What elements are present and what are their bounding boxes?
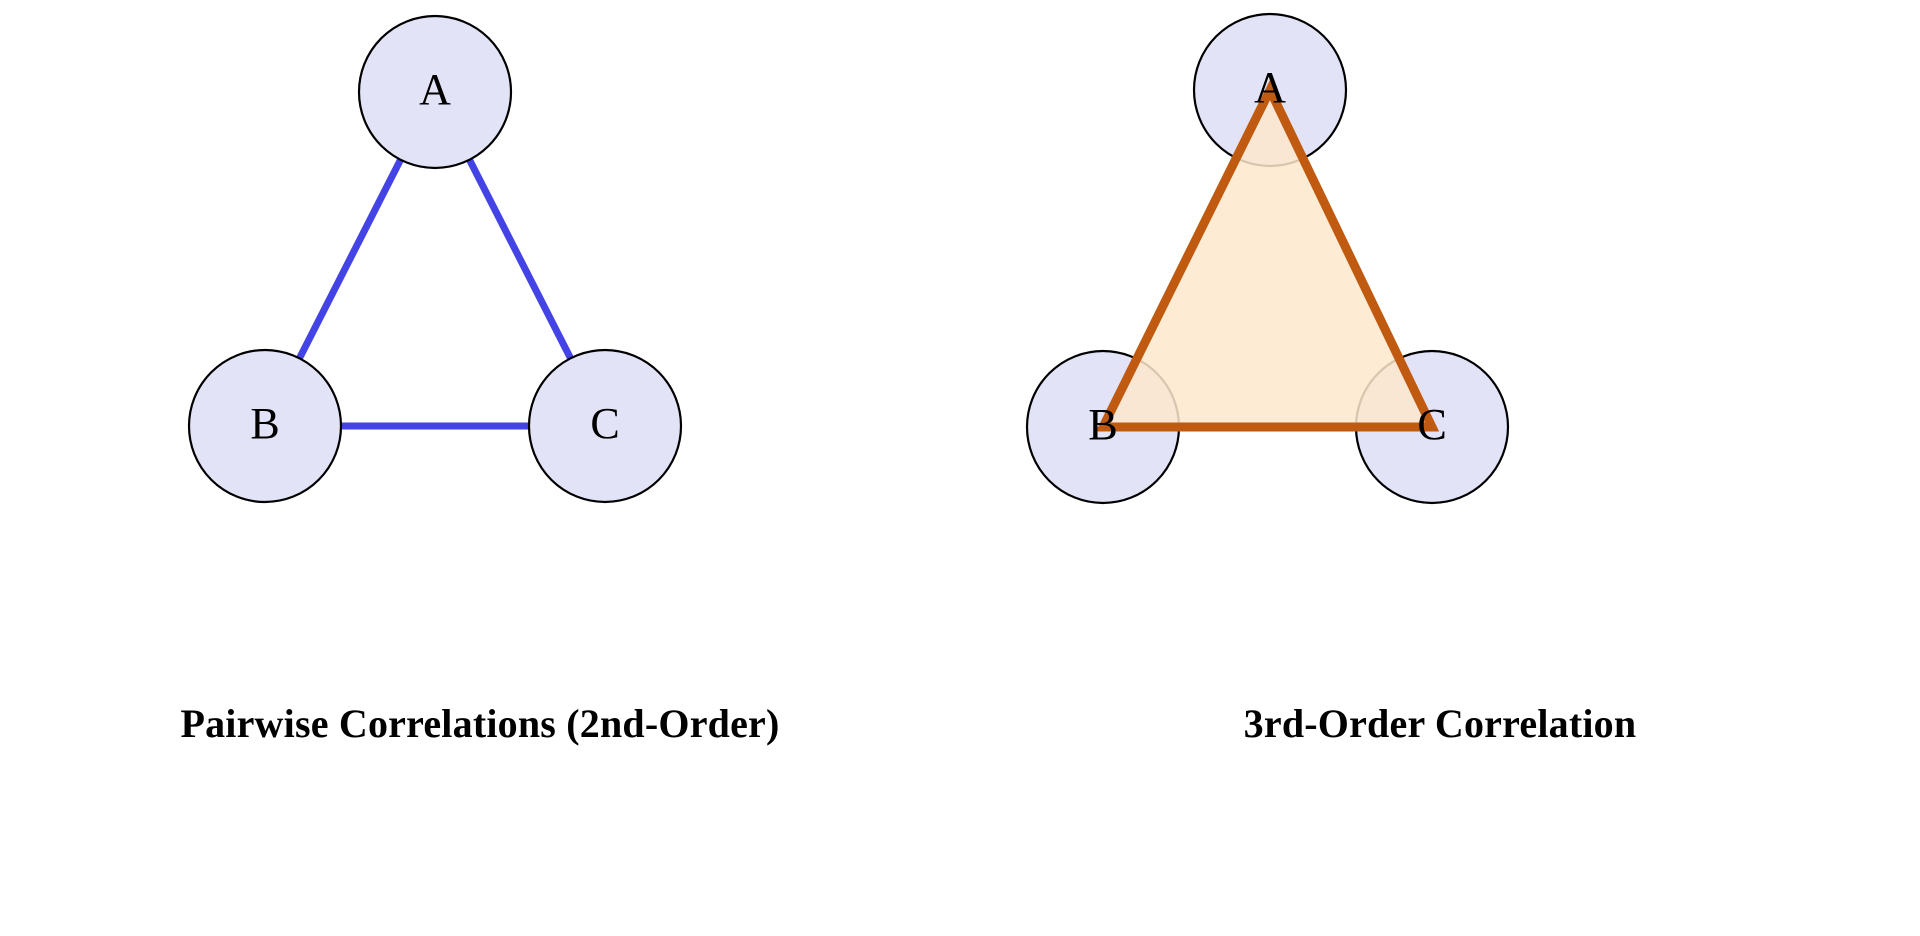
- node-c-label: C: [590, 399, 619, 448]
- triadic-node-labels-top: A B C: [1088, 63, 1446, 449]
- node-a[interactable]: A: [357, 14, 513, 170]
- caption-pairwise-correlations: Pairwise Correlations (2nd-Order): [180, 701, 780, 746]
- triadic-hyperedge: [1095, 79, 1440, 432]
- node-a-label-overlay: A: [1254, 63, 1286, 112]
- panel-third-order-correlation: A B C A B C 3rd-Order Correlation: [960, 0, 1920, 936]
- node-a-label: A: [419, 65, 451, 114]
- node-c-circle[interactable]: [527, 348, 683, 504]
- edge-a-b: [296, 158, 404, 360]
- triadic-graph: A B C A B C: [1025, 12, 1510, 505]
- node-c-label-overlay: C: [1417, 400, 1446, 449]
- panel-pairwise-correlations: A B C Pairwise Correlations (2nd-Order): [180, 14, 780, 746]
- node-b[interactable]: B: [187, 348, 343, 504]
- node-b-circle[interactable]: [187, 348, 343, 504]
- caption-third-order-correlation: 3rd-Order Correlation: [1243, 701, 1637, 746]
- node-b-label: B: [250, 399, 279, 448]
- hyperedge-a-b-c: [1095, 79, 1440, 432]
- pairwise-graph: A B C: [187, 14, 683, 504]
- node-b-label-overlay: B: [1088, 400, 1117, 449]
- pairwise-nodes: A B C: [187, 14, 683, 504]
- node-c[interactable]: C: [527, 348, 683, 504]
- pairwise-edges: [296, 158, 574, 430]
- node-a-circle[interactable]: [357, 14, 513, 170]
- edge-a-c: [466, 158, 574, 360]
